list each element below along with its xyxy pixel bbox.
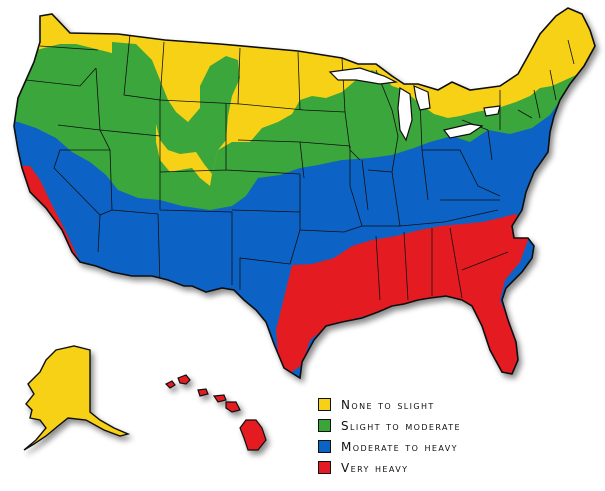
zone-very-heavy-southeast (276, 214, 528, 378)
legend-label-very-heavy: Very heavy (341, 460, 409, 475)
legend: None to slight Slight to moderate Modera… (318, 394, 598, 478)
legend-item-moderate: Slight to moderate (318, 415, 598, 436)
legend-item-very-heavy: Very heavy (318, 457, 598, 478)
legend-label-heavy: Moderate to heavy (341, 439, 458, 454)
state-borders (25, 33, 575, 301)
swatch-heavy (318, 440, 331, 453)
great-lakes (328, 67, 501, 142)
swatch-moderate (318, 419, 331, 432)
zone-moderate-rockies (112, 42, 240, 174)
alaska (23, 345, 131, 451)
swatch-slight (318, 398, 331, 411)
legend-label-slight: None to slight (341, 397, 435, 412)
swatch-very-heavy (318, 461, 331, 474)
contiguous-states (13, 7, 596, 379)
legend-item-heavy: Moderate to heavy (318, 436, 598, 457)
legend-label-moderate: Slight to moderate (341, 418, 461, 433)
hawaii (164, 374, 267, 451)
legend-item-slight: None to slight (318, 394, 598, 415)
